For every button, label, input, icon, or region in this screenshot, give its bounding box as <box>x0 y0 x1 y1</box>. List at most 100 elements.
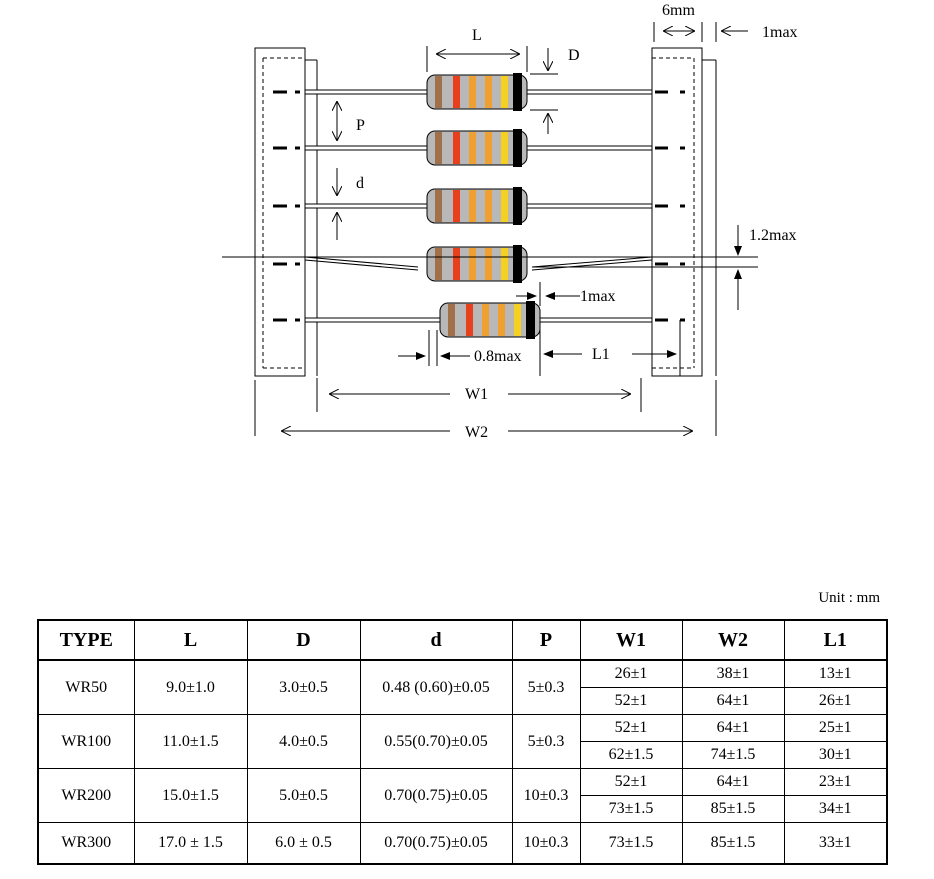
color-band-black <box>526 301 535 339</box>
cell-L1: 25±1 <box>783 714 888 742</box>
label-1-2max: 1.2max <box>749 227 797 244</box>
cell-W1: 52±1 <box>579 768 683 796</box>
color-band <box>435 248 442 280</box>
lead-left <box>304 317 441 323</box>
label-1max-mid: 1max <box>580 288 616 305</box>
cell-W1: 73±1.5 <box>579 795 683 823</box>
lead-left-lower <box>304 259 419 271</box>
color-band-black <box>513 73 522 111</box>
color-band <box>453 190 460 222</box>
color-band <box>501 132 508 164</box>
resistor-spec-table: TYPE L D d P W1 W2 L1 WR50 9.0±1.0 3.0±0… <box>37 619 888 865</box>
label-0-8max: 0.8max <box>474 348 522 365</box>
lead-left <box>304 89 428 95</box>
W1-dimension: W1 <box>316 378 642 412</box>
resistor-5 <box>273 301 685 339</box>
label-W2: W2 <box>465 424 488 441</box>
cell-D: 5.0±0.5 <box>246 768 361 823</box>
label-1max-top: 1max <box>762 24 798 41</box>
resistor-rows <box>273 73 685 339</box>
lead-right <box>539 317 653 323</box>
cell-L: 9.0±1.0 <box>133 659 248 715</box>
header-D: D <box>246 619 361 661</box>
cell-type: WR200 <box>37 768 135 823</box>
cell-d: 0.48 (0.60)±0.05 <box>359 659 513 715</box>
cell-P: 5±0.3 <box>511 659 581 715</box>
cell-D: 3.0±0.5 <box>246 659 361 715</box>
header-W2: W2 <box>681 619 785 661</box>
header-P: P <box>511 619 581 661</box>
resistor-1 <box>273 73 685 111</box>
cell-W2: 85±1.5 <box>681 795 785 823</box>
color-band <box>448 304 455 336</box>
cell-L1: 33±1 <box>783 822 888 865</box>
color-band <box>453 248 460 280</box>
cell-L1: 30±1 <box>783 741 888 769</box>
D-dimension: D <box>530 47 580 134</box>
cell-L1: 23±1 <box>783 768 888 796</box>
color-band <box>469 190 476 222</box>
label-D: D <box>568 47 580 64</box>
d-dimension: d <box>337 168 364 240</box>
table-row: WR300 17.0 ± 1.5 6.0 ± 0.5 0.70(0.75)±0.… <box>37 822 888 865</box>
cell-L1: 13±1 <box>783 659 888 688</box>
label-L1: L1 <box>592 346 610 363</box>
color-band <box>514 304 521 336</box>
cell-L1: 26±1 <box>783 687 888 715</box>
cell-W1: 73±1.5 <box>579 822 683 865</box>
cell-P: 5±0.3 <box>511 714 581 769</box>
lead-right <box>526 203 653 209</box>
color-band <box>435 76 442 108</box>
label-W1: W1 <box>465 386 488 403</box>
lead-left <box>304 203 428 209</box>
cell-W2: 64±1 <box>681 687 785 715</box>
cell-d: 0.70(0.75)±0.05 <box>359 822 513 865</box>
cell-D: 4.0±0.5 <box>246 714 361 769</box>
one-two-max-reference: 1.2max <box>222 225 797 310</box>
P-dimension: P <box>337 102 365 140</box>
color-band <box>435 190 442 222</box>
header-W1: W1 <box>579 619 683 661</box>
table-header-row: TYPE L D d P W1 W2 L1 <box>37 619 888 661</box>
label-L: L <box>472 27 482 44</box>
cell-d: 0.70(0.75)±0.05 <box>359 768 513 823</box>
lead-right <box>531 256 653 268</box>
label-d: d <box>356 175 364 192</box>
cell-W1: 26±1 <box>579 659 683 688</box>
resistor-3 <box>273 187 685 225</box>
color-band <box>485 132 492 164</box>
header-d: d <box>359 619 513 661</box>
cell-L: 17.0 ± 1.5 <box>133 822 248 865</box>
unit-label: Unit : mm <box>818 590 880 606</box>
color-band <box>469 248 476 280</box>
resistor-taping-diagram: 1.2max 6mm 1max L D P d <box>222 2 798 441</box>
color-band-black <box>513 187 522 225</box>
lead-right <box>526 89 653 95</box>
table-row: 73±1.5 85±1.5 34±1 <box>38 795 888 823</box>
color-band <box>453 76 460 108</box>
lead-right-lower <box>531 259 653 271</box>
zero-eight-max-dimension: 0.8max <box>398 330 522 366</box>
lead-left <box>304 256 419 268</box>
color-band <box>469 76 476 108</box>
table-row: WR50 9.0±1.0 3.0±0.5 0.48 (0.60)±0.05 5±… <box>37 659 888 715</box>
header-L1: L1 <box>783 619 888 661</box>
cell-W2: 74±1.5 <box>681 741 785 769</box>
table-row: WR100 11.0±1.5 4.0±0.5 0.55(0.70)±0.05 5… <box>37 714 888 769</box>
color-band <box>501 76 508 108</box>
color-band <box>485 248 492 280</box>
label-6mm: 6mm <box>662 2 695 19</box>
cell-W1: 62±1.5 <box>579 741 683 769</box>
cell-W2: 64±1 <box>681 768 785 796</box>
cell-L: 11.0±1.5 <box>133 714 248 769</box>
resistor-4 <box>273 245 685 283</box>
color-band <box>469 132 476 164</box>
left-tape <box>254 47 318 377</box>
cell-W2: 64±1 <box>681 714 785 742</box>
header-L: L <box>133 619 248 661</box>
cell-d: 0.55(0.70)±0.05 <box>359 714 513 769</box>
one-max-mid-dimension: 1max <box>516 282 616 306</box>
cell-W2: 85±1.5 <box>681 822 785 865</box>
table-row: 52±1 64±1 26±1 <box>38 687 888 715</box>
cell-type: WR300 <box>37 822 135 865</box>
